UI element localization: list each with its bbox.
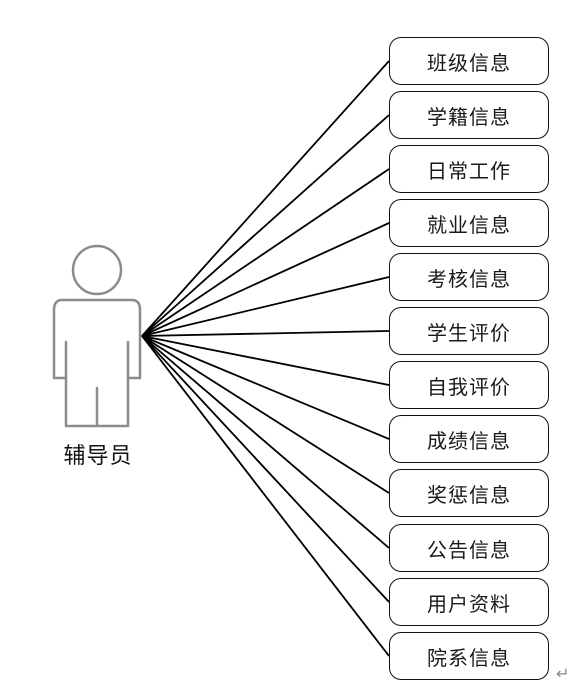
- connector-line-6: [141, 330, 390, 337]
- use-case-self-evaluation[interactable]: 自我评价: [389, 361, 549, 409]
- connector-line-7: [141, 335, 390, 386]
- connector-line-2: [141, 114, 390, 337]
- connector-line-1: [141, 60, 390, 337]
- actor-body: [52, 298, 142, 428]
- use-case-student-evaluation[interactable]: 学生评价: [389, 307, 549, 355]
- user-actor-icon: [52, 244, 142, 428]
- use-case-assessment-info[interactable]: 考核信息: [389, 253, 549, 301]
- connector-lines: [141, 60, 390, 657]
- connector-line-8: [141, 335, 390, 440]
- use-case-rewards-penalties[interactable]: 奖惩信息: [389, 469, 549, 517]
- use-case-daily-work[interactable]: 日常工作: [389, 145, 549, 193]
- actor-label: 辅导员: [63, 444, 133, 469]
- use-case-department-info[interactable]: 院系信息: [389, 632, 549, 680]
- connector-line-10: [141, 335, 390, 549]
- use-case-student-records[interactable]: 学籍信息: [389, 91, 549, 139]
- connector-line-11: [141, 335, 390, 603]
- connector-line-4: [141, 222, 390, 337]
- use-case-announcements[interactable]: 公告信息: [389, 524, 549, 572]
- connector-line-9: [141, 335, 390, 494]
- actor-head: [71, 244, 123, 296]
- use-case-grade-info[interactable]: 成绩信息: [389, 415, 549, 463]
- connector-line-12: [141, 335, 390, 657]
- use-case-class-info[interactable]: 班级信息: [389, 37, 549, 85]
- connector-line-5: [141, 276, 390, 337]
- paragraph-mark: ↵: [556, 664, 570, 683]
- connector-line-3: [141, 168, 390, 337]
- use-case-employment-info[interactable]: 就业信息: [389, 199, 549, 247]
- use-case-user-profile[interactable]: 用户资料: [389, 578, 549, 626]
